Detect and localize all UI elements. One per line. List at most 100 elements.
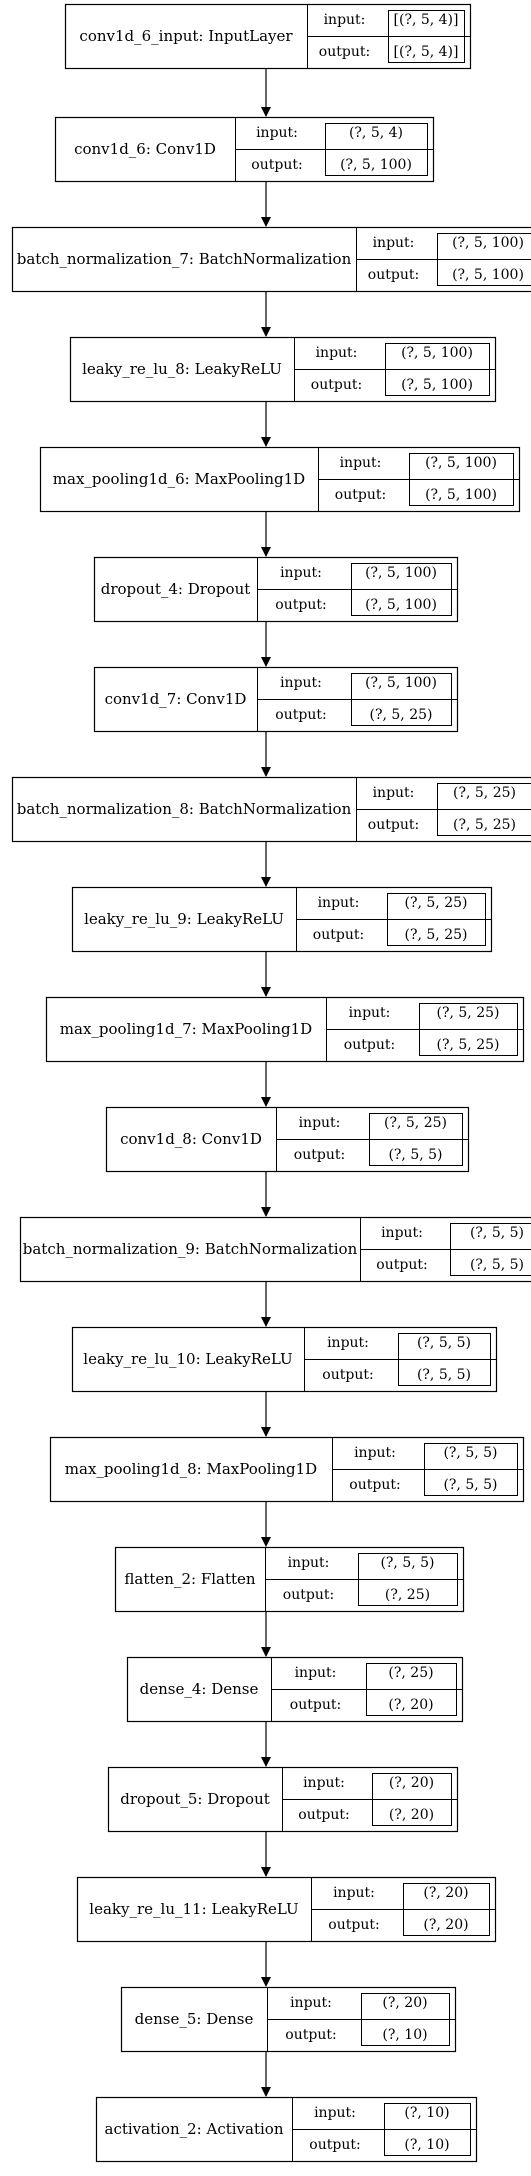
layer-name: leaky_re_lu_10: LeakyReLU <box>83 1350 292 1368</box>
input-shape: (?, 5, 5) <box>417 1335 471 1351</box>
input-label: input: <box>373 785 415 801</box>
input-label: input: <box>324 12 366 28</box>
value-frame <box>424 1443 518 1496</box>
layer-box <box>120 1986 457 2053</box>
value-frame <box>409 453 514 506</box>
value-frame <box>372 1773 452 1826</box>
layer-box <box>93 666 459 733</box>
input-shape: (?, 5, 5) <box>380 1555 434 1571</box>
output-shape: (?, 5, 100) <box>425 487 497 503</box>
output-label: output: <box>275 707 326 723</box>
output-shape: (?, 25) <box>385 1587 430 1603</box>
layer-box <box>54 116 435 183</box>
value-frame <box>385 343 490 396</box>
output-shape: (?, 5, 100) <box>452 267 524 283</box>
layer-box <box>114 1546 465 1613</box>
value-frame <box>384 2103 471 2156</box>
layer-node: leaky_re_lu_9: LeakyReLUinput:output:(?,… <box>71 886 493 953</box>
input-shape: (?, 5, 100) <box>425 455 497 471</box>
input-shape: (?, 20) <box>423 1885 468 1901</box>
layer-box <box>45 996 525 1063</box>
input-label: input: <box>333 1885 375 1901</box>
input-shape: (?, 5, 25) <box>384 1115 447 1131</box>
output-label: output: <box>283 1587 334 1603</box>
value-frame <box>369 1113 463 1166</box>
input-label: input: <box>316 345 358 361</box>
layer-box <box>71 886 493 953</box>
layer-box <box>95 2096 478 2163</box>
input-shape: (?, 5, 25) <box>453 785 516 801</box>
output-shape: (?, 5, 100) <box>340 157 412 173</box>
layer-name: conv1d_6_input: InputLayer <box>79 27 293 45</box>
layer-box <box>93 556 459 623</box>
layer-node: leaky_re_lu_11: LeakyReLU input: output: (?… <box>76 1876 497 1943</box>
input-shape: (?, 5, 5) <box>443 1445 497 1461</box>
input-shape: (?, 5, 25) <box>437 1005 500 1021</box>
input-label: input: <box>381 1225 423 1241</box>
output-shape: (?, 5, 25) <box>437 1037 500 1053</box>
layer-node: batch_normalization_8: BatchNormalizatio… <box>11 776 531 843</box>
output-label: output: <box>309 2137 360 2153</box>
output-shape: (?, 5, 100) <box>401 377 473 393</box>
layer-name: leaky_re_lu_8: LeakyReLU <box>82 360 282 378</box>
output-shape: (?, 10) <box>382 2027 427 2043</box>
output-label: output: <box>335 487 386 503</box>
output-shape: (?, 5, 5) <box>388 1147 442 1163</box>
input-shape: (?, 5, 100) <box>365 565 437 581</box>
layer-name: max_pooling1d_7: MaxPooling1D <box>60 1020 312 1038</box>
value-frame <box>398 1333 491 1386</box>
input-label: input: <box>303 1775 345 1791</box>
layer-name: dense_5: Dense <box>135 2010 254 2028</box>
input-label: input: <box>299 1115 341 1131</box>
input-label: input: <box>349 1005 391 1021</box>
input-shape: (?, 5, 100) <box>401 345 473 361</box>
output-label: output: <box>311 377 362 393</box>
input-label: input: <box>290 1995 332 2011</box>
layer-name: max_pooling1d_8: MaxPooling1D <box>65 1460 317 1478</box>
input-label: input: <box>318 895 360 911</box>
output-shape: (?, 10) <box>404 2137 449 2153</box>
input-label: input: <box>340 455 382 471</box>
input-label: input: <box>295 1665 337 1681</box>
layer-node: conv1d_6_input: InputLayerinput:output:[… <box>64 3 472 70</box>
input-label: input: <box>280 675 322 691</box>
output-shape: (?, 5, 5) <box>417 1367 471 1383</box>
value-frame <box>388 10 465 63</box>
output-label: output: <box>275 597 326 613</box>
layer-name: flatten_2: Flatten <box>124 1570 255 1588</box>
value-frame <box>366 1663 457 1716</box>
input-label: input: <box>314 2105 356 2121</box>
layer-box <box>76 1876 497 1943</box>
layer-box <box>64 3 472 70</box>
output-label: output: <box>328 1917 379 1933</box>
output-label: output: <box>368 817 419 833</box>
layer-name: leaky_re_lu_11: LeakyReLU <box>89 1900 298 1918</box>
input-shape: (?, 5, 25) <box>405 895 468 911</box>
input-shape: (?, 20) <box>389 1775 434 1791</box>
layer-box <box>11 226 531 293</box>
value-frame <box>361 1993 450 2046</box>
output-label: output: <box>349 1477 400 1493</box>
output-shape: (?, 5, 25) <box>453 817 516 833</box>
layer-box <box>71 1326 498 1393</box>
layer-node: max_pooling1d_6: MaxPooling1Dinput:outpu… <box>39 446 521 513</box>
layer-box <box>19 1216 531 1283</box>
layer-name: dropout_5: Dropout <box>120 1790 270 1808</box>
input-label: input: <box>373 235 415 251</box>
value-frame <box>351 563 452 616</box>
value-frame <box>403 1883 490 1936</box>
output-shape: (?, 20) <box>389 1807 434 1823</box>
layer-node: leaky_re_lu_10: LeakyReLUinput:output:(?… <box>71 1326 498 1393</box>
value-frame <box>351 673 452 726</box>
layer-box <box>105 1106 470 1173</box>
output-shape: (?, 5, 5) <box>443 1477 497 1493</box>
value-frame <box>325 123 428 176</box>
input-label: input: <box>327 1335 369 1351</box>
value-frame <box>450 1223 531 1276</box>
layer-name: batch_normalization_8: BatchNormalizatio… <box>17 800 352 818</box>
